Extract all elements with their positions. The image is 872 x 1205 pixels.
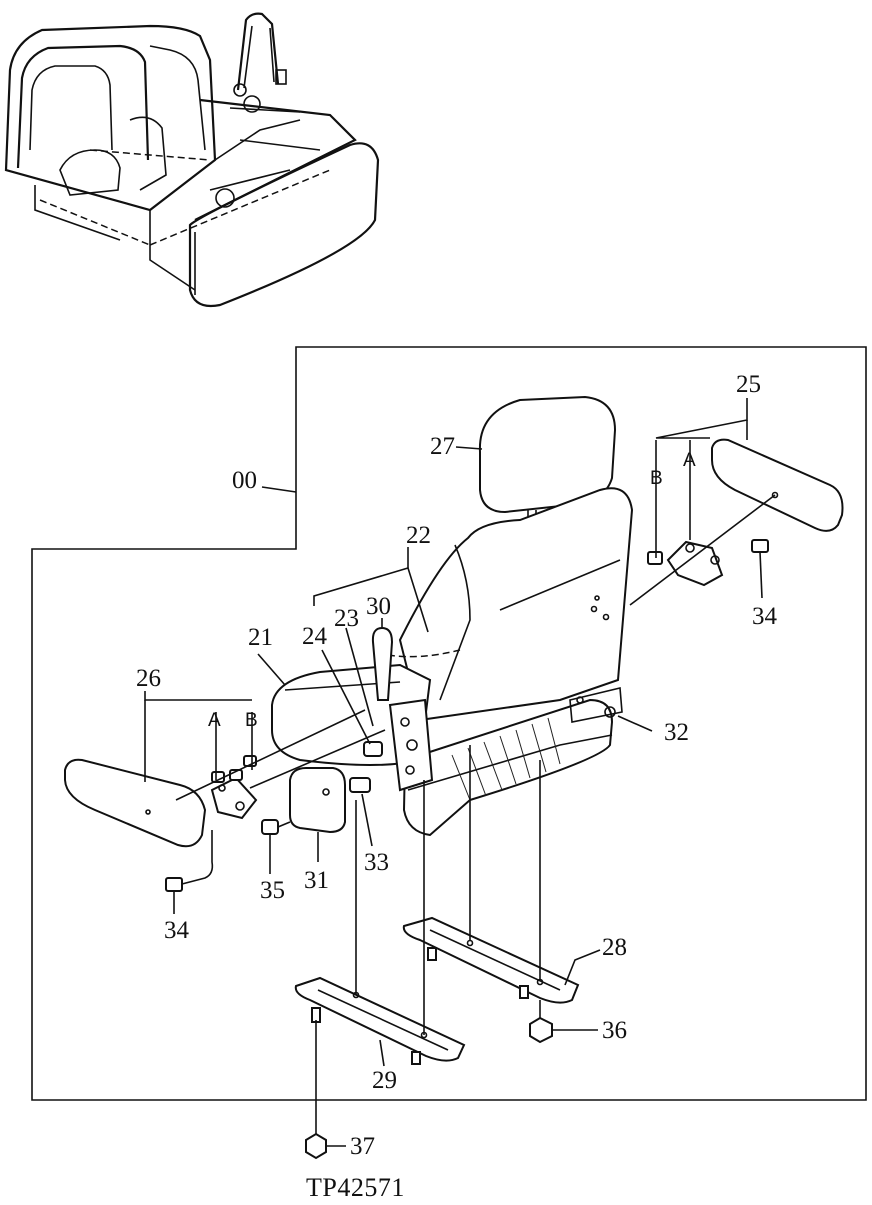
callout-24: 24 — [302, 623, 328, 650]
callout-35: 35 — [260, 877, 285, 904]
leader-lines — [144, 398, 763, 1147]
callout-34-left: 34 — [164, 917, 190, 944]
assembly-lines — [175, 440, 776, 1134]
callout-36: 36 — [602, 1017, 627, 1044]
callout-33: 33 — [364, 849, 389, 876]
callout-00: 00 — [232, 467, 257, 494]
sub-label-a-right: A — [683, 450, 696, 471]
excavator-illustration — [4, 12, 380, 308]
callout-29: 29 — [372, 1067, 397, 1094]
sub-label-b-left: B — [245, 710, 258, 731]
callout-labels: 00 21 22 23 24 25 26 27 28 29 30 31 32 3… — [136, 371, 778, 1160]
callout-32: 32 — [664, 719, 689, 746]
callout-34-right: 34 — [752, 603, 778, 630]
figure-caption: TP42571 — [306, 1173, 405, 1200]
group-boundary-frame — [31, 346, 867, 1101]
seat-assembly — [261, 395, 634, 837]
sub-label-a-left: A — [208, 710, 221, 731]
sub-label-b-right: B — [650, 468, 663, 489]
callout-22: 22 — [406, 522, 431, 549]
callout-23: 23 — [334, 605, 359, 632]
callout-25: 25 — [736, 371, 761, 398]
callout-37: 37 — [350, 1133, 375, 1160]
right-armrest — [647, 438, 844, 587]
callout-27: 27 — [430, 433, 455, 460]
left-armrest — [64, 755, 258, 892]
callout-30: 30 — [366, 593, 391, 620]
callout-21: 21 — [248, 624, 273, 651]
slide-rails — [294, 916, 580, 1160]
callout-31: 31 — [304, 867, 329, 894]
callout-28: 28 — [602, 934, 627, 961]
callout-26: 26 — [136, 665, 161, 692]
